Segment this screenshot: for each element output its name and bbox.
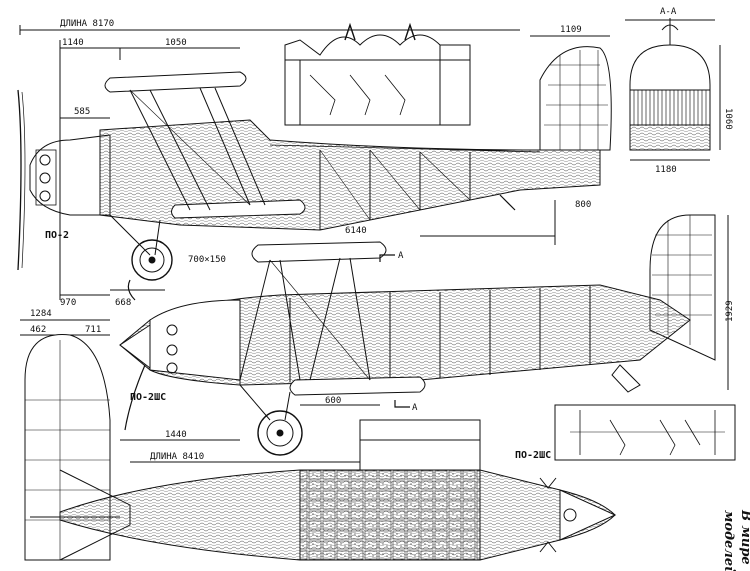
side-view-po2shs-labels: ПО-2ШС А А 1929 1284 462 711 600 1440 ДЛ…	[30, 251, 735, 462]
caption: В мире моделей	[721, 509, 750, 571]
dim-1140: 1140	[62, 38, 84, 48]
dim-462: 462	[30, 325, 46, 335]
dim-970: 970	[60, 298, 76, 308]
dim-1284: 1284	[30, 309, 52, 319]
section-title: А-А	[660, 7, 677, 17]
dim-6140: 6140	[345, 226, 367, 236]
dim-668: 668	[115, 298, 131, 308]
section-mark-bottom: А	[412, 403, 418, 413]
section-a-a	[625, 18, 721, 161]
model-name-plan: ПО-2ШС	[515, 450, 551, 461]
dim-length-total: ДЛИНА 8170	[60, 19, 114, 29]
side-view-po2shs	[20, 214, 729, 463]
caption-line-2: моделей	[721, 510, 736, 571]
dim-711: 711	[85, 325, 101, 335]
section-a-a-labels: А-А 1060 1180	[655, 7, 733, 175]
dim-length-8410: ДЛИНА 8410	[150, 452, 204, 462]
dim-1109: 1109	[560, 25, 582, 35]
dim-1440: 1440	[165, 430, 187, 440]
dim-1050: 1050	[165, 38, 187, 48]
plan-view-po2shs	[30, 419, 617, 561]
model-name-po2shs: ПО-2ШС	[130, 392, 166, 403]
model-name-po2: ПО-2	[45, 230, 69, 241]
dim-800: 800	[575, 200, 591, 210]
plan-view-labels: ПО-2ШС	[515, 450, 551, 461]
cockpit-inset-2	[554, 404, 736, 461]
dim-600: 600	[325, 396, 341, 406]
dim-1180: 1180	[655, 165, 677, 175]
caption-line-1: В мире	[738, 509, 750, 565]
section-mark-top: А	[398, 251, 404, 261]
dim-585: 585	[74, 107, 90, 117]
cockpit-inset	[284, 22, 471, 126]
dim-1929: 1929	[725, 300, 735, 322]
side-view-po2-labels: ДЛИНА 8170 1140 1050 585 6140 970 668 70…	[45, 19, 591, 308]
dim-1060: 1060	[723, 108, 733, 130]
side-view-po2	[17, 25, 612, 300]
wheel-size-label: 700×150	[188, 255, 226, 265]
